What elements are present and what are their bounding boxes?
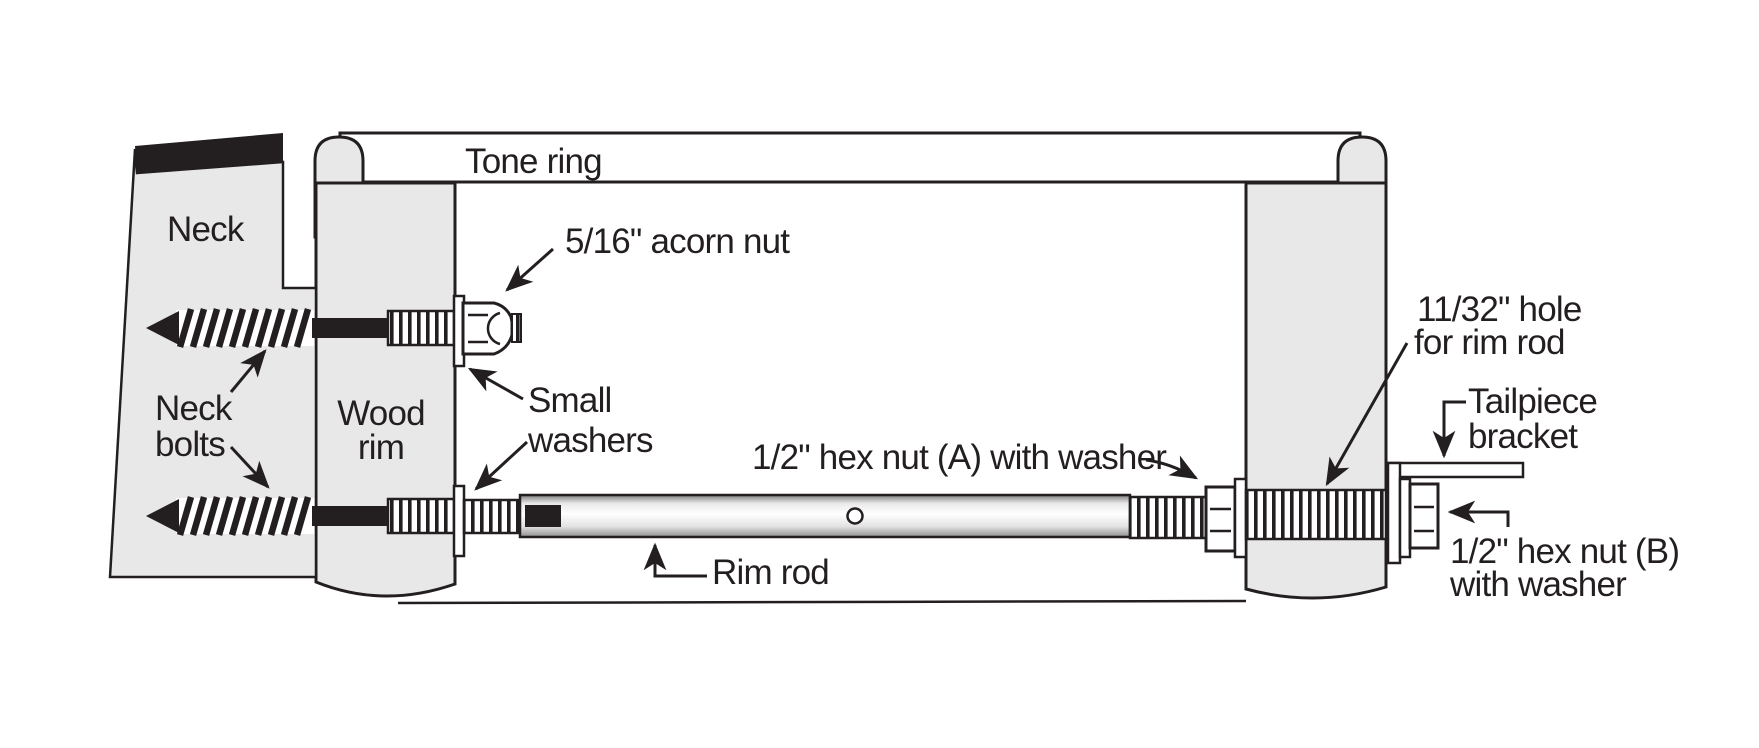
hex-nut-b-label-line2: with washer [1449, 565, 1627, 604]
rim-rod-hole [846, 507, 864, 525]
neck-bolts-label-line1: Neck [155, 389, 233, 428]
acorn-nut-dome-arc [486, 311, 501, 346]
rim-rod-body [518, 493, 1132, 539]
hex-nut-a-arrow [1145, 455, 1199, 480]
rim-rod-label: Rim rod [712, 553, 829, 592]
rim-rod-hole-label-line2: for rim rod [1414, 323, 1565, 362]
tone-ring-label: Tone ring [465, 142, 602, 181]
lower-bolt-tip [146, 499, 179, 533]
neck-fingerboard-edge [135, 133, 283, 173]
rim-rod-arrow [643, 542, 707, 578]
labels: Tone ring Neck 5/16" acorn nut Neck bolt… [155, 142, 1680, 604]
tailpiece-bracket-arrow [1432, 400, 1466, 459]
neck-bolt-upper-arrow [229, 349, 267, 393]
lower-bolt-machine-threads [386, 497, 456, 535]
leader-arrows [229, 247, 1510, 578]
upper-bolt-shank [312, 318, 389, 338]
rim-rod-right-threads [1128, 495, 1209, 540]
upper-neck-bolt [146, 294, 522, 368]
rim-rod-coupler-mark [525, 505, 561, 527]
tailpiece-bracket-leg [1386, 461, 1402, 565]
upper-lag-threads [176, 308, 312, 348]
tailpiece-bracket-label-line2: bracket [1468, 417, 1578, 456]
small-washer-lower-arrow [474, 440, 529, 491]
rim-rod-hole-label-line1: 11/32" hole [1417, 290, 1582, 329]
acorn-nut-label: 5/16" acorn nut [565, 222, 790, 261]
lower-bolt-shank [312, 506, 389, 526]
small-washers-label-line1: Small [528, 381, 612, 420]
hex-nut-b-label-line1: 1/2" hex nut (B) [1450, 532, 1679, 571]
hex-nut-b-arrow [1447, 500, 1510, 527]
acorn-nut-thread-stub [511, 313, 522, 343]
hex-nut-b [1408, 482, 1440, 550]
small-washers-label-line2: washers [527, 421, 653, 460]
lower-neck-bolt [146, 484, 466, 558]
rim-rod-threads-through-post [1244, 488, 1388, 541]
upper-bolt-tip [146, 311, 179, 345]
wood-rim-label-line1: Wood [337, 394, 425, 433]
neck-bolts-label-line2: bolts [155, 425, 225, 464]
tailpiece-bracket-label-line1: Tailpiece [1468, 382, 1597, 421]
washer-a [1233, 477, 1248, 559]
small-washer-upper-arrow [467, 367, 524, 401]
tailpiece-bracket-bar [1386, 461, 1525, 479]
wood-rim-label-line2: rim [358, 428, 404, 467]
upper-bolt-machine-threads [386, 309, 456, 347]
rim-rod-assembly [462, 461, 1525, 565]
wood-rim-left-post [314, 181, 457, 598]
hex-nut-a [1204, 485, 1237, 553]
rim-rod-left-threads [462, 498, 523, 535]
lower-small-washer [452, 484, 466, 558]
rim-bottom-edge-line [397, 599, 1247, 605]
rim-rod-hole-arrow [1325, 342, 1409, 487]
lower-lag-threads [176, 496, 312, 536]
hex-nut-a-label: 1/2" hex nut (A) with washer [752, 438, 1167, 477]
neck-bolt-lower-arrow [229, 445, 270, 489]
acorn-nut-arrow [505, 247, 554, 292]
neck-label: Neck [167, 210, 245, 249]
